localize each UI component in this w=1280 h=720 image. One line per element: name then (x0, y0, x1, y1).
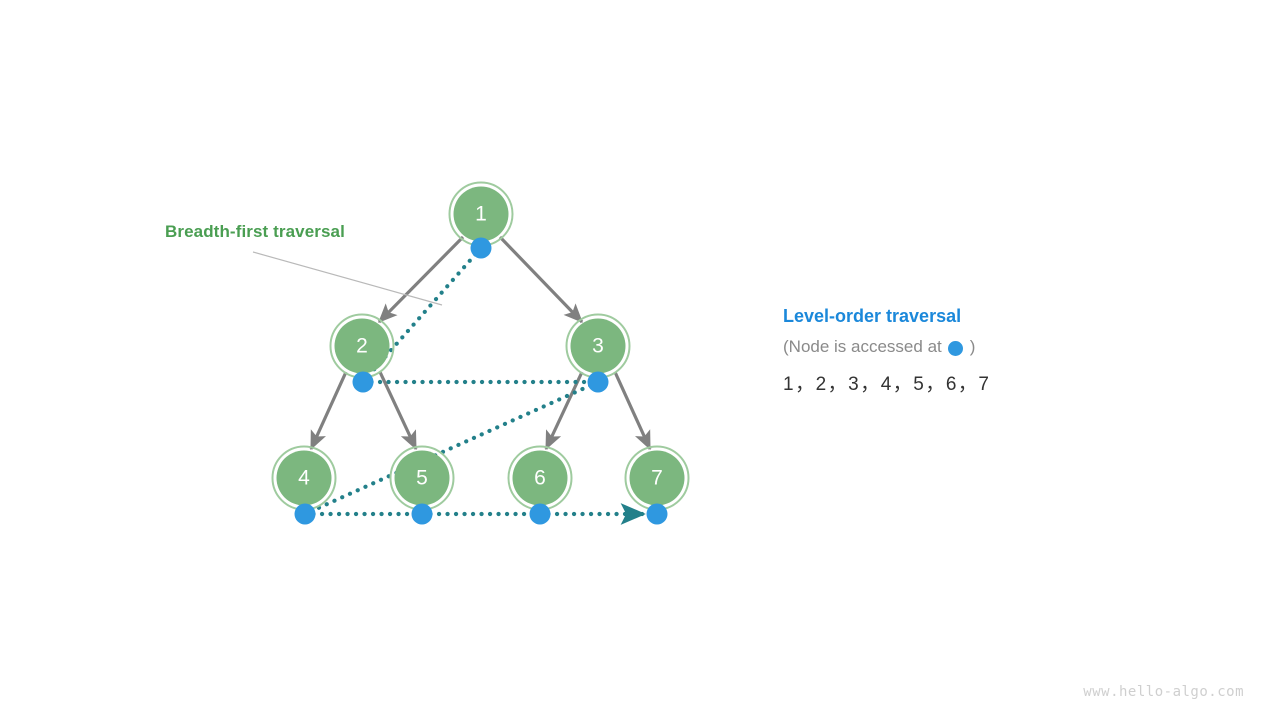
node-circle (453, 186, 509, 242)
access-dots (294, 237, 668, 525)
traversal-seg-3-4 (302, 379, 601, 517)
access-dot-node-3 (587, 371, 609, 393)
traversal-path (302, 245, 648, 525)
tree-node-2[interactable]: 2 (329, 313, 395, 379)
node-circle (512, 450, 568, 506)
tree-node-4[interactable]: 4 (271, 445, 337, 511)
access-dot-icon (947, 340, 963, 356)
edge-2-5 (378, 371, 418, 451)
access-dot-node-6 (529, 503, 551, 525)
node-circle (334, 318, 390, 374)
label-leader-line (252, 251, 443, 306)
edge-1-2 (377, 235, 465, 324)
tree-edges (309, 235, 652, 451)
access-dot-node-7 (646, 503, 668, 525)
legend-title: Level-order traversal (783, 306, 962, 326)
node-label: 3 (592, 335, 604, 358)
legend-panel: Level-order traversal (Node is accessed … (783, 306, 1143, 396)
node-circle (629, 450, 685, 506)
legend-subtitle: (Node is accessed at ) (783, 337, 1143, 357)
node-label: 5 (416, 467, 428, 490)
legend-subtitle-before: (Node is accessed at (783, 337, 942, 356)
edge-3-7 (613, 371, 652, 451)
access-dot-node-5 (411, 503, 433, 525)
access-dot-node-1 (470, 237, 492, 259)
breadth-first-traversal-label: Breadth-first traversal (165, 222, 345, 241)
node-label: 6 (534, 467, 546, 490)
edge-3-6 (544, 371, 584, 451)
legend-subtitle-after: ) (969, 337, 976, 356)
node-label: 7 (651, 467, 663, 490)
tree-node-5[interactable]: 5 (389, 445, 455, 511)
edge-1-3 (498, 235, 584, 324)
node-circle (276, 450, 332, 506)
edge-2-4 (309, 371, 348, 451)
traversal-sequence: 1，2，3，4，5，6，7 (783, 374, 991, 395)
node-label: 2 (356, 335, 368, 358)
node-circle (570, 318, 626, 374)
access-dot-node-2 (352, 371, 374, 393)
tree-node-3[interactable]: 3 (565, 313, 631, 379)
node-label: 1 (475, 203, 487, 226)
node-circle (394, 450, 450, 506)
tree-node-6[interactable]: 6 (507, 445, 573, 511)
access-dot-node-4 (294, 503, 316, 525)
watermark: www.hello-algo.com (1083, 684, 1244, 700)
tree-node-1[interactable]: 1 (448, 181, 514, 247)
tree-nodes: 1 2 3 4 5 6 7 (271, 181, 690, 511)
node-label: 4 (298, 467, 310, 490)
tree-node-7[interactable]: 7 (624, 445, 690, 511)
